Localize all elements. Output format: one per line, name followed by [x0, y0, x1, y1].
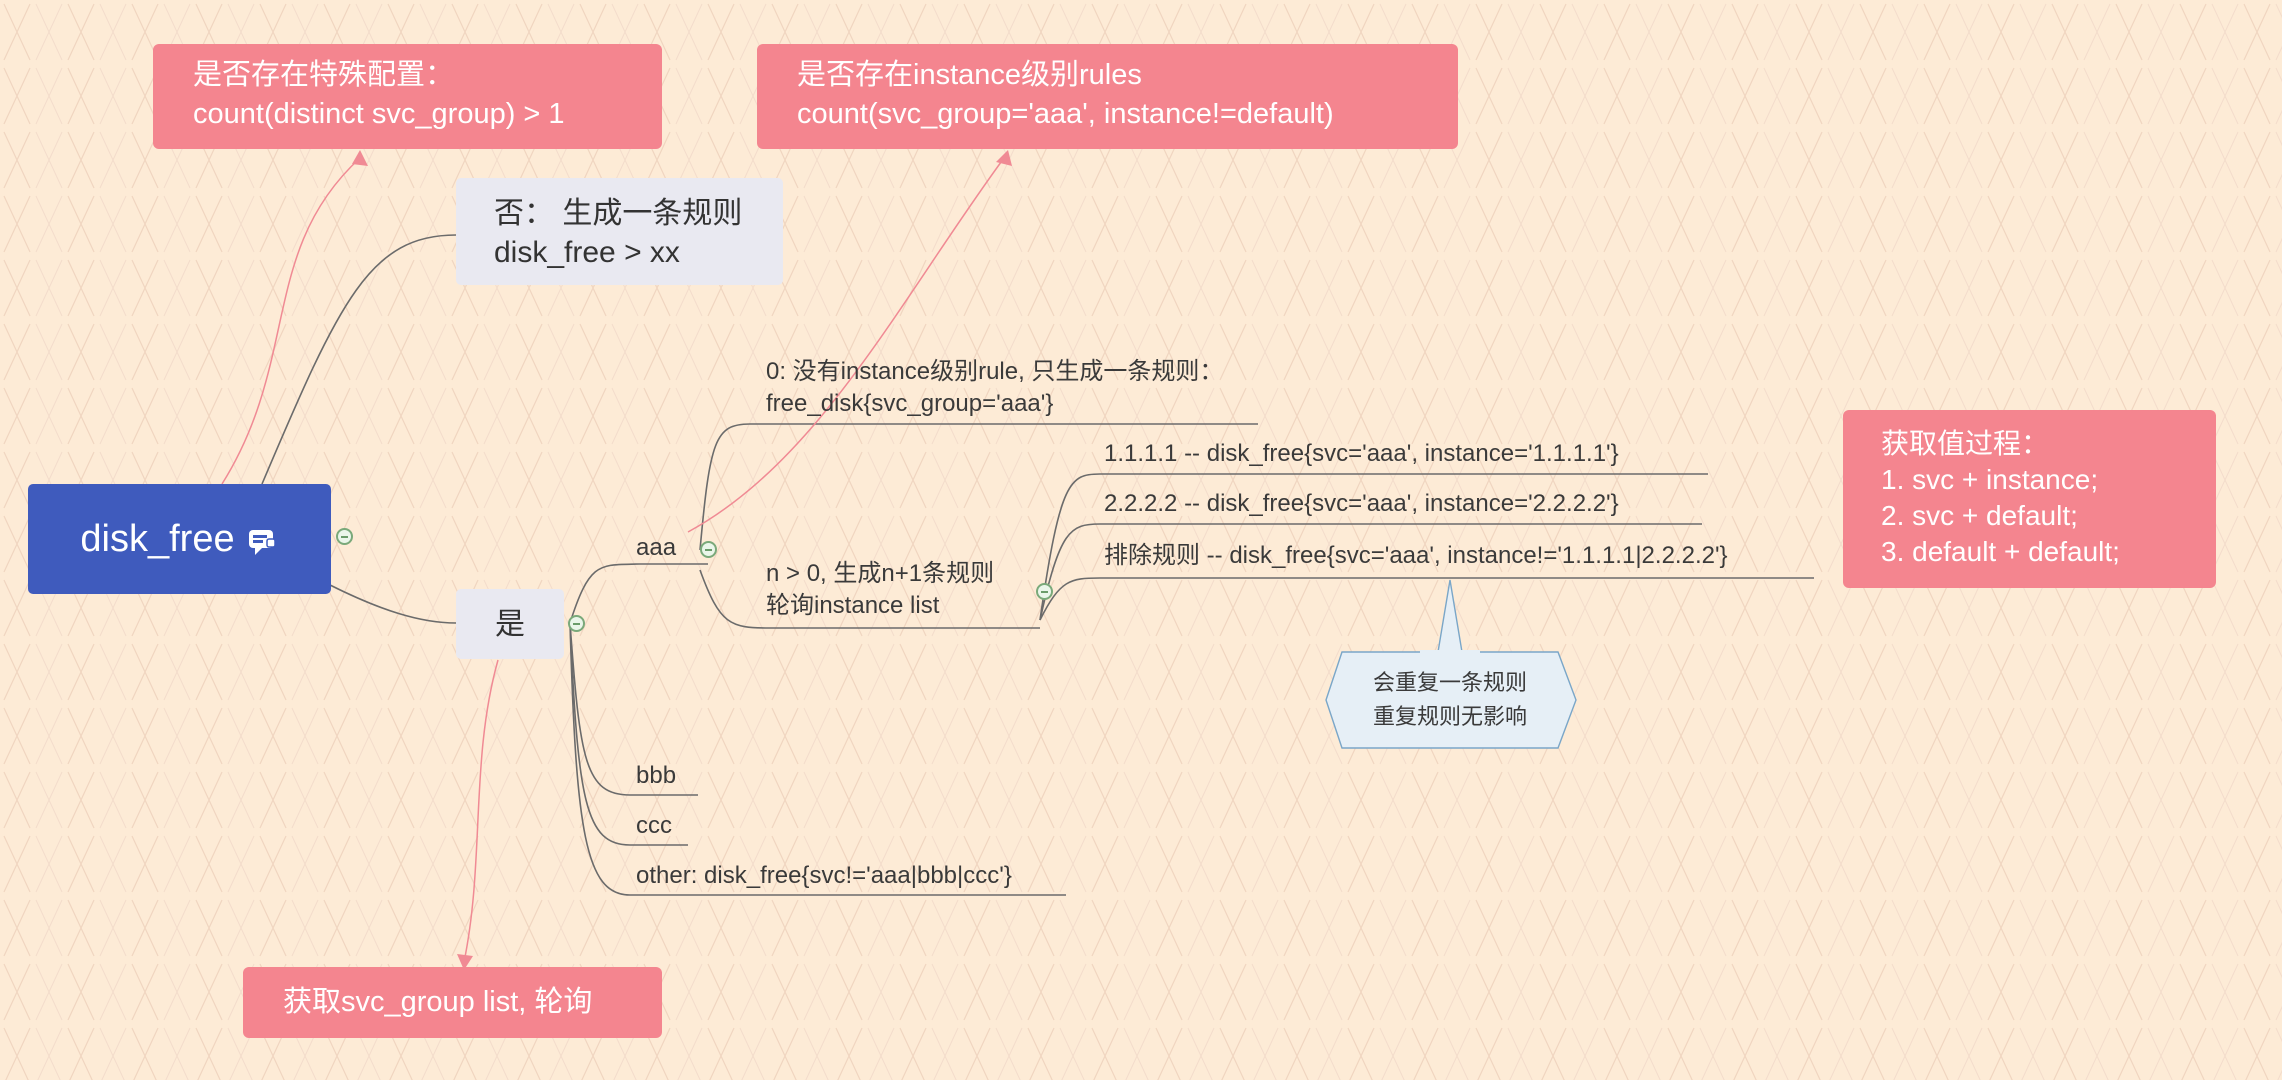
callout-special-config-line1: 是否存在特殊配置： [193, 59, 455, 91]
note-shape [1325, 651, 1577, 749]
no-branch-node[interactable]: 否： 生成一条规则 disk_free > xx [456, 178, 783, 285]
branch-line-no [261, 234, 457, 485]
branch-line-n [699, 569, 1040, 629]
branch-line-inst2 [1039, 523, 1702, 621]
callout-svc-group-list[interactable]: 获取svc_group list, 轮询 [243, 967, 662, 1038]
note-pointer [1437, 579, 1463, 653]
branch-line-aaa [569, 563, 708, 624]
callout-special-config-line2: count(distinct svc_group) > 1 [193, 98, 565, 130]
note-line1: 会重复一条规则 [1372, 670, 1527, 695]
branch-line-bbb [569, 622, 698, 796]
callout-value-process-line2: 1. svc + instance; [1881, 464, 2099, 495]
yes-branch-label: 是 [495, 607, 525, 641]
root-node[interactable]: disk_free [28, 484, 331, 594]
group-aaa[interactable]: aaa [636, 532, 676, 564]
instance-rule-item[interactable]: 排除规则 -- disk_free{svc='aaa', instance!='… [1104, 540, 1728, 572]
group-ccc[interactable]: ccc [636, 810, 672, 842]
callout-instance-rules-line2: count(svc_group='aaa', instance!=default… [797, 98, 1334, 130]
callout-value-process-line4: 3. default + default; [1881, 536, 2120, 567]
group-ccc-label: ccc [636, 812, 672, 839]
callout-value-process[interactable]: 获取值过程： 1. svc + instance; 2. svc + defau… [1843, 410, 2216, 588]
callout-special-config[interactable]: 是否存在特殊配置： count(distinct svc_group) > 1 [153, 44, 662, 149]
arrow-head-instance [996, 150, 1012, 166]
instance-rule-item[interactable]: 2.2.2.2 -- disk_free{svc='aaa', instance… [1104, 488, 1619, 520]
no-branch-line2: disk_free > xx [494, 236, 680, 269]
group-other[interactable]: other: disk_free{svc!='aaa|bbb|ccc'} [636, 860, 1012, 892]
branch-line-inst3 [1039, 577, 1814, 621]
branch-line-zero [699, 423, 1258, 551]
root-collapse-toggle[interactable] [336, 528, 353, 545]
branch-line-ccc [569, 622, 688, 846]
note-box[interactable]: 会重复一条规则 重复规则无影响 [1342, 652, 1558, 748]
aaa-zero-rule-line1: 0: 没有instance级别rule, 只生成一条规则： [766, 358, 1224, 385]
aaa-n-rule[interactable]: n > 0, 生成n+1条规则 轮询instance list [766, 558, 994, 622]
instance-rule-1: 1.1.1.1 -- disk_free{svc='aaa', instance… [1104, 440, 1619, 467]
aaa-n-rule-line2: 轮询instance list [766, 592, 940, 619]
relation-line-svclist [463, 659, 499, 963]
callout-svc-group-list-line1: 获取svc_group list, 轮询 [283, 986, 593, 1018]
arrow-head-svclist [457, 954, 473, 970]
instance-rule-2: 2.2.2.2 -- disk_free{svc='aaa', instance… [1104, 490, 1619, 517]
yes-collapse-toggle[interactable] [568, 615, 585, 632]
group-bbb[interactable]: bbb [636, 760, 676, 792]
group-other-label: other: disk_free{svc!='aaa|bbb|ccc'} [636, 862, 1012, 889]
aaa-collapse-toggle[interactable] [700, 541, 717, 558]
aaa-n-rule-line1: n > 0, 生成n+1条规则 [766, 560, 995, 587]
arrow-head-special [352, 150, 368, 166]
group-bbb-label: bbb [636, 762, 677, 789]
callout-instance-rules[interactable]: 是否存在instance级别rules count(svc_group='aaa… [757, 44, 1458, 149]
group-aaa-label: aaa [636, 534, 677, 561]
branch-line-inst1 [1039, 473, 1708, 621]
note-line2: 重复规则无影响 [1372, 704, 1527, 729]
yes-branch-node[interactable]: 是 [456, 589, 564, 659]
aaa-zero-rule-line2: free_disk{svc_group='aaa'} [766, 390, 1054, 417]
callout-instance-rules-line1: 是否存在instance级别rules [797, 59, 1142, 91]
relation-line-instance [687, 157, 1005, 533]
branch-line-other [569, 622, 1066, 896]
branch-line-yes [329, 584, 457, 624]
note-join [1420, 650, 1480, 654]
relation-line-special [221, 157, 361, 485]
comment-icon[interactable] [247, 524, 279, 555]
instance-rule-item[interactable]: 1.1.1.1 -- disk_free{svc='aaa', instance… [1104, 438, 1619, 470]
instance-rule-exclude: 排除规则 -- disk_free{svc='aaa', instance!='… [1104, 542, 1728, 569]
n-collapse-toggle[interactable] [1036, 583, 1053, 600]
no-branch-line1: 否： 生成一条规则 [494, 197, 743, 230]
callout-value-process-line3: 2. svc + default; [1881, 500, 2078, 531]
aaa-zero-rule[interactable]: 0: 没有instance级别rule, 只生成一条规则： free_disk{… [766, 356, 1223, 420]
callout-value-process-line1: 获取值过程： [1881, 428, 2050, 459]
root-label: disk_free [80, 517, 235, 560]
